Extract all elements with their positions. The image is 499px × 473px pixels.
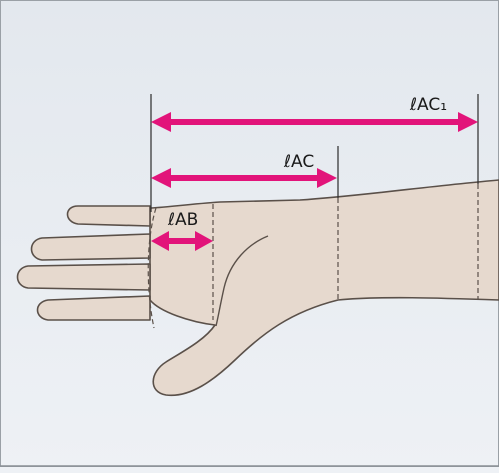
arrow-lac1 xyxy=(151,112,478,132)
guide-lines xyxy=(150,94,479,212)
middle-finger xyxy=(30,233,151,261)
dashed-line-a xyxy=(147,207,157,329)
little-finger xyxy=(36,295,151,321)
label-lab: ℓAB xyxy=(167,210,198,230)
arrow-lab xyxy=(151,231,213,251)
ring-finger xyxy=(16,263,151,291)
forearm-and-palm xyxy=(149,179,499,397)
arrow-lac xyxy=(151,168,337,188)
label-lac1: ℓAC₁ xyxy=(409,95,447,115)
circumference-markers xyxy=(147,184,479,329)
hand-illustration xyxy=(16,179,499,397)
thumb-crease xyxy=(215,235,269,327)
label-lac: ℓAC xyxy=(283,152,314,172)
index-finger xyxy=(66,205,151,227)
